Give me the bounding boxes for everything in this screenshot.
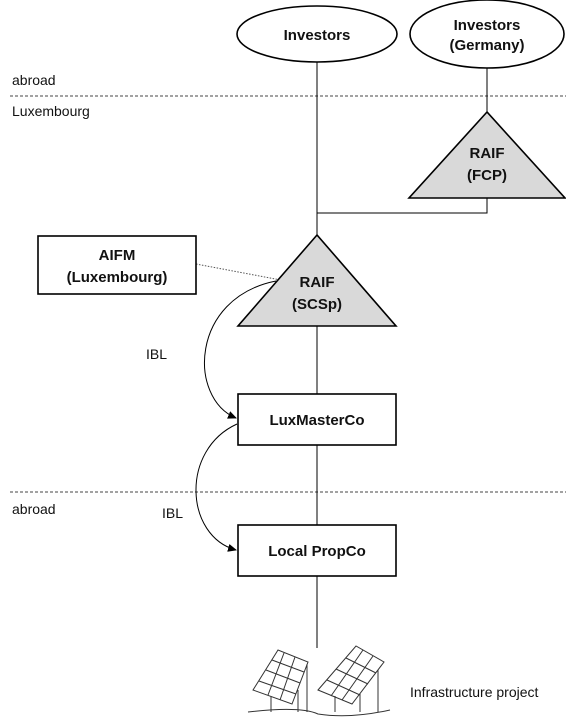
ibl-label-lower: IBL [162,505,183,521]
raif-scsp-label-line1: RAIF [300,274,335,291]
raif-fcp-label-line2: (FCP) [467,167,507,184]
aifm-label-line1: AIFM [99,247,136,264]
local-propco-box [237,524,397,577]
aifm-box [37,235,197,295]
region-label-abroad-top: abroad [12,72,56,88]
investors-germany-label-line2: (Germany) [449,37,524,54]
project-label: Infrastructure project [410,684,538,700]
local-propco-label: Local PropCo [268,543,366,560]
raif-scsp-label-line2: (SCSp) [292,296,342,313]
connector-aifm-to-raif [195,263,287,282]
ibl-arrow-upper [204,280,277,419]
solar-panels-icon [247,645,391,717]
investors-ellipse [236,5,398,63]
investors-germany-ellipse [409,0,565,69]
investors-label: Investors [284,27,351,44]
investors-germany-label-line1: Investors [454,17,521,34]
region-label-luxembourg: Luxembourg [12,103,90,119]
luxmasterco-box [237,393,397,446]
ibl-arrow-lower [195,423,238,552]
aifm-label-line2: (Luxembourg) [67,269,168,286]
luxmasterco-label: LuxMasterCo [269,412,364,429]
region-label-abroad-bottom: abroad [12,501,56,517]
connector-fcp-to-scsp [317,198,488,214]
raif-fcp-triangle [407,110,566,199]
raif-scsp-triangle [236,233,398,327]
raif-fcp-label-line1: RAIF [470,145,505,162]
ibl-label-upper: IBL [146,346,167,362]
